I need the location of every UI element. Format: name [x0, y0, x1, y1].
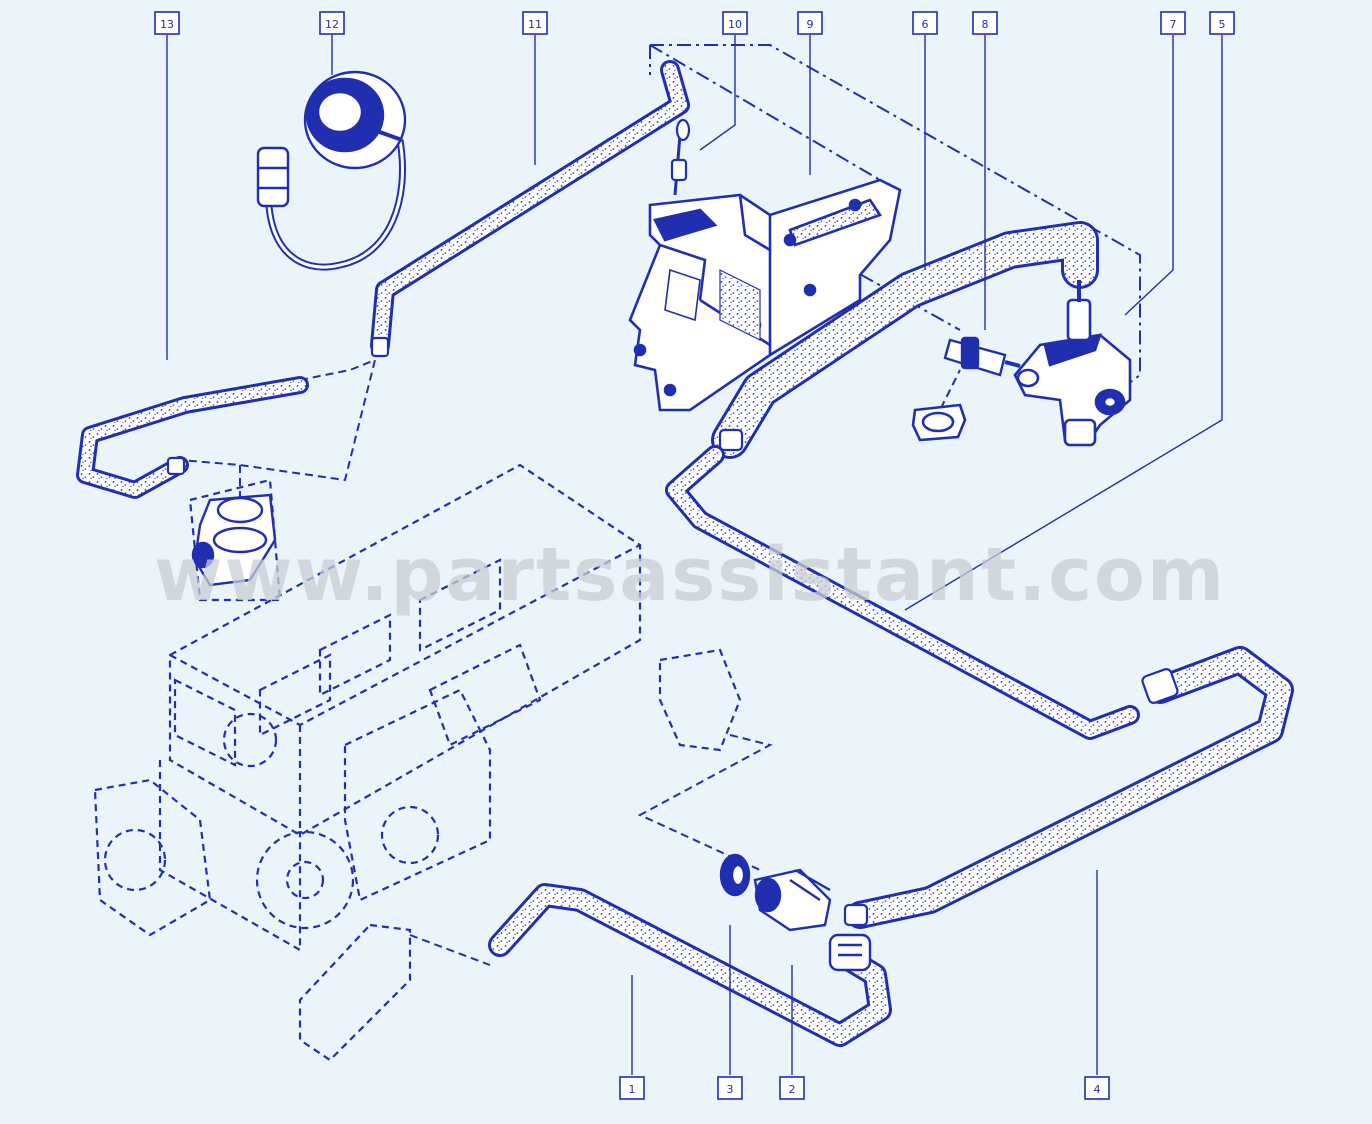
callout-box-frame: [912, 11, 938, 35]
callout-box-frame: [779, 1076, 805, 1100]
callout-6: 6: [912, 11, 938, 35]
hose-4: [846, 646, 1294, 929]
callout-label: 6: [922, 18, 929, 31]
callout-box-frame: [319, 11, 345, 35]
callout-7: 7: [1160, 11, 1186, 35]
callout-2: 2: [779, 1076, 805, 1100]
hose-11: [370, 60, 690, 355]
callout-box-frame: [722, 11, 748, 35]
callout-box-frame: [522, 11, 548, 35]
connector-10: [670, 118, 691, 196]
callout-11: 11: [522, 11, 548, 35]
callout-box-frame: [1209, 11, 1235, 35]
callout-8: 8: [972, 11, 998, 35]
hose-5: [665, 445, 1140, 740]
callout-label: 11: [528, 18, 542, 31]
reference-lines: [179, 44, 1141, 966]
callout-label: 12: [325, 18, 339, 31]
sensor-12: [256, 70, 407, 271]
callout-12: 12: [319, 11, 345, 35]
callout-label: 7: [1170, 18, 1177, 31]
hose-clamps: [166, 336, 1179, 927]
callout-label: 1: [629, 1083, 636, 1096]
callout-box-frame: [1084, 1076, 1110, 1100]
callout-box-frame: [797, 11, 823, 35]
callout-label: 4: [1094, 1083, 1101, 1096]
callout-label: 10: [728, 18, 742, 31]
callout-label: 13: [160, 18, 174, 31]
callout-5: 5: [1209, 11, 1235, 35]
hose-13: [76, 376, 309, 499]
o-ring: [911, 403, 967, 442]
callout-label: 8: [982, 18, 989, 31]
callout-13: 13: [154, 11, 180, 35]
callout-box-frame: [717, 1076, 743, 1100]
thermostat-housing: [191, 493, 277, 587]
fitting-8: [943, 336, 1021, 377]
callout-10: 10: [722, 11, 748, 35]
callout-box-frame: [619, 1076, 645, 1100]
hose-1: [488, 883, 892, 1047]
callout-label: 2: [789, 1083, 796, 1096]
callout-label: 9: [807, 18, 814, 31]
callout-label: 3: [727, 1083, 734, 1096]
watermark-text: www.partsassistant.com: [154, 532, 1226, 618]
washer-3: [719, 853, 751, 897]
callout-4: 4: [1084, 1076, 1110, 1100]
callout-box-frame: [1160, 11, 1186, 35]
module-9: [628, 178, 902, 412]
leader-lines: [166, 35, 1223, 1075]
valve-7: [1013, 280, 1132, 447]
hose-6: [711, 221, 1099, 459]
switch-2: [753, 868, 872, 972]
callout-1: 1: [619, 1076, 645, 1100]
callout-9: 9: [797, 11, 823, 35]
callout-label: 5: [1219, 18, 1226, 31]
callout-3: 3: [717, 1076, 743, 1100]
callout-box-frame: [154, 11, 180, 35]
callout-box-frame: [972, 11, 998, 35]
